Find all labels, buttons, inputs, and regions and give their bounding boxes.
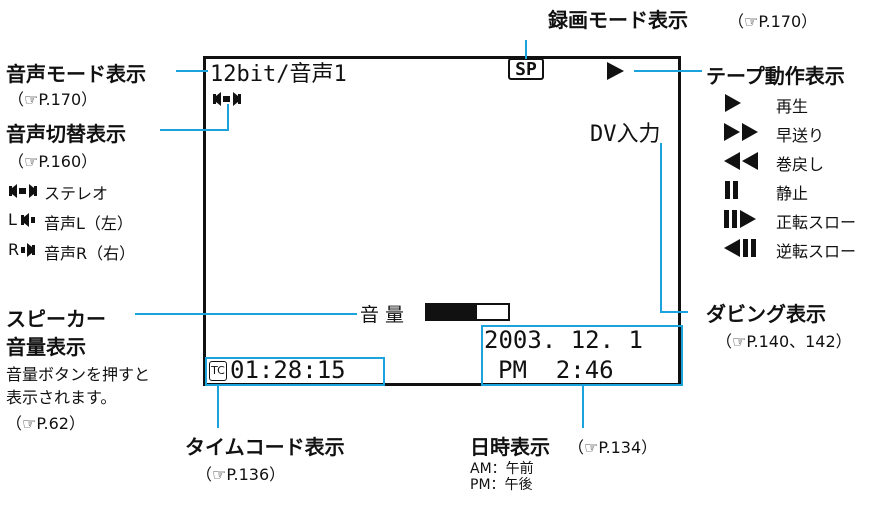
datetime-am: AM：午前	[470, 461, 534, 477]
play-icon	[725, 94, 741, 112]
datetime-ref: （☞P.134）	[568, 438, 658, 457]
tape-ff-label: 早送り	[776, 126, 825, 145]
right-speaker-icon	[21, 243, 35, 257]
line-tape-op	[634, 70, 702, 72]
reverse-slow-icon	[724, 239, 756, 257]
volume-bar	[425, 303, 510, 321]
line-speaker	[135, 313, 357, 315]
rec-mode-title: 録画モード表示	[548, 8, 688, 32]
play-icon	[607, 62, 624, 80]
tape-rew-label: 巻戻し	[776, 155, 825, 174]
rewind-icon	[724, 152, 758, 170]
volume-fill	[427, 305, 478, 319]
tape-fslow-label: 正転スロー	[776, 213, 857, 232]
timecode-box	[205, 357, 385, 386]
line-rec-mode	[525, 40, 527, 59]
line-timecode	[217, 386, 219, 428]
right-audio-label: 音声R（右）	[44, 244, 136, 263]
speaker-title-2: 音量表示	[6, 335, 86, 359]
pause-icon	[725, 181, 738, 199]
tape-pause-label: 静止	[776, 184, 809, 203]
volume-label: 音 量	[360, 304, 405, 326]
tc-icon: TC	[209, 361, 227, 381]
audio-mode-text: 12bit/音声1	[210, 62, 347, 87]
time-text: PM 2:46	[498, 356, 614, 384]
fast-forward-icon	[724, 123, 758, 141]
line-dub-h	[660, 311, 688, 313]
stereo-icon	[9, 184, 37, 198]
screen-frame	[203, 56, 681, 386]
sp-badge: SP	[508, 58, 544, 80]
tape-rslow-label: 逆転スロー	[776, 242, 857, 261]
right-letter: R	[8, 240, 20, 259]
forward-slow-icon	[724, 210, 756, 228]
tape-play-label: 再生	[776, 97, 809, 116]
speaker-ref: （☞P.62）	[6, 414, 85, 433]
datetime-box	[481, 325, 683, 386]
datetime-pm: PM：午後	[470, 477, 533, 493]
left-audio-label: 音声L（左）	[44, 214, 133, 233]
dubbing-ref: （☞P.140、142）	[716, 332, 852, 351]
speaker-title-1: スピーカー	[6, 307, 106, 331]
timecode-ref: （☞P.136）	[196, 465, 286, 484]
stereo-icon	[213, 92, 241, 106]
left-letter: L	[8, 210, 17, 229]
stereo-label: ステレオ	[44, 184, 109, 203]
timecode-title: タイムコード表示	[185, 435, 345, 459]
line-audio-switch-v	[227, 104, 229, 131]
line-dub-v	[660, 143, 662, 313]
audio-switch-title: 音声切替表示	[6, 122, 126, 146]
datetime-title: 日時表示	[470, 435, 550, 459]
dv-input-text: DV入力	[590, 122, 661, 147]
line-datetime	[582, 386, 584, 428]
timecode-text: 01:28:15	[230, 356, 346, 384]
audio-switch-ref: （☞P.160）	[8, 152, 98, 171]
left-speaker-icon	[21, 213, 35, 227]
date-text: 2003. 12. 1	[484, 326, 643, 354]
speaker-desc-1: 音量ボタンを押すと	[6, 365, 151, 384]
line-audio-switch-h	[160, 129, 228, 131]
tape-op-title: テープ動作表示	[706, 64, 845, 88]
line-audio-mode	[176, 70, 208, 72]
audio-mode-ref: （☞P.170）	[8, 90, 98, 109]
audio-mode-title: 音声モード表示	[6, 62, 146, 86]
rec-mode-ref: （☞P.170）	[728, 12, 818, 31]
speaker-desc-2: 表示されます。	[6, 388, 117, 407]
dubbing-title: ダビング表示	[706, 302, 826, 326]
